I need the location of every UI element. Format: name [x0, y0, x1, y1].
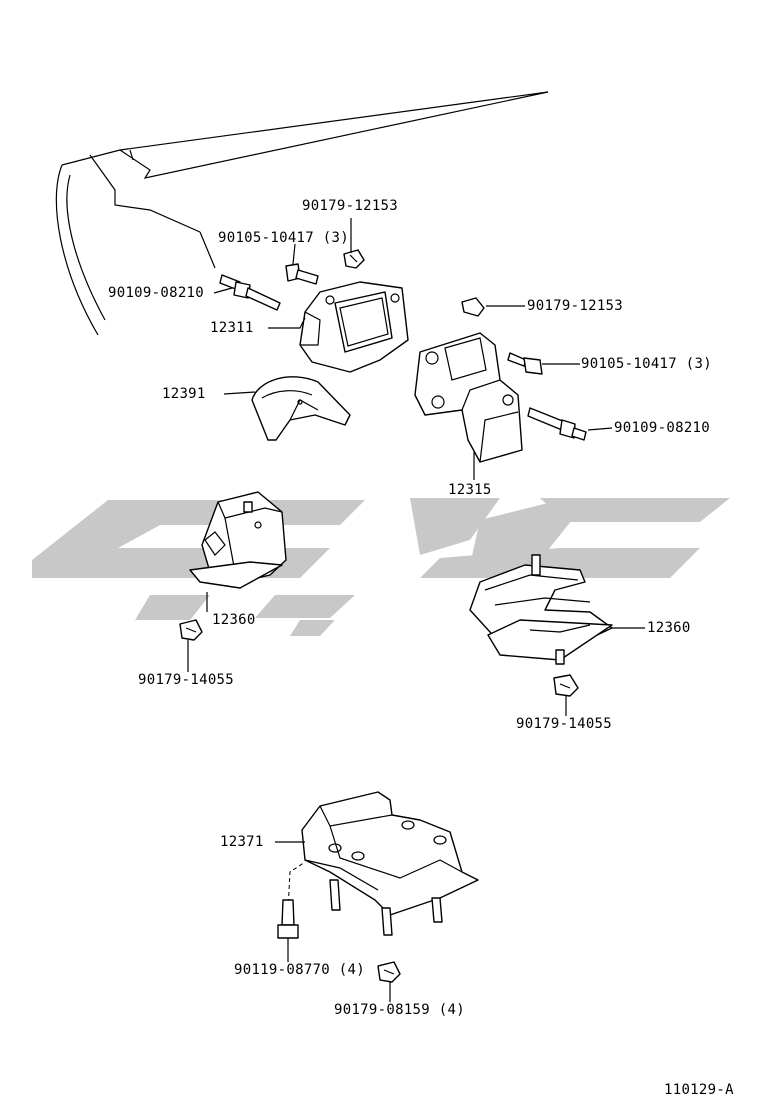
label-90179-12153-right: 90179-12153: [527, 298, 624, 314]
bolt-90105-10417-right: [507, 352, 543, 375]
bracket-12315: [414, 332, 523, 463]
cover-12391: [251, 376, 351, 441]
label-12391: 12391: [162, 386, 206, 402]
label-90179-08159: 90179-08159 (4): [334, 1002, 465, 1018]
leader-lines: [187, 218, 645, 1002]
label-90179-14055-right: 90179-14055: [516, 716, 613, 732]
bracket-12311: [299, 281, 409, 373]
watermark-logo: [32, 498, 730, 636]
stud-90109-08210-top: [219, 274, 281, 311]
bolt-90105-10417-top: [285, 263, 319, 285]
label-12360-right: 12360: [647, 620, 691, 636]
nut-90179-12153-top: [343, 249, 365, 269]
mount-12360-right: [469, 554, 613, 665]
label-12360-left: 12360: [212, 612, 256, 628]
label-90119-08770: 90119-08770 (4): [234, 962, 365, 978]
label-90109-08210-top: 90109-08210: [108, 285, 205, 301]
label-12315: 12315: [448, 482, 492, 498]
nut-90179-08159: [377, 961, 401, 983]
nut-90179-14055-right: [553, 674, 579, 697]
label-90109-08210-right: 90109-08210: [614, 420, 711, 436]
mount-12371: [287, 791, 479, 936]
label-12371: 12371: [220, 834, 264, 850]
diagram-id: 110129-A: [664, 1082, 734, 1098]
label-90179-14055-left: 90179-14055: [138, 672, 235, 688]
engine-outline: [55, 91, 549, 336]
label-90105-10417-right: 90105-10417 (3): [581, 356, 712, 372]
stud-90109-08210-right: [527, 407, 587, 441]
label-90179-12153-top: 90179-12153: [302, 198, 399, 214]
label-90105-10417-top: 90105-10417 (3): [218, 230, 349, 246]
bolt-90119-08770: [277, 899, 299, 939]
mount-12360-left: [189, 491, 287, 589]
nut-90179-14055-left: [179, 619, 203, 641]
nut-90179-12153-right: [461, 297, 485, 317]
label-12311: 12311: [210, 320, 254, 336]
